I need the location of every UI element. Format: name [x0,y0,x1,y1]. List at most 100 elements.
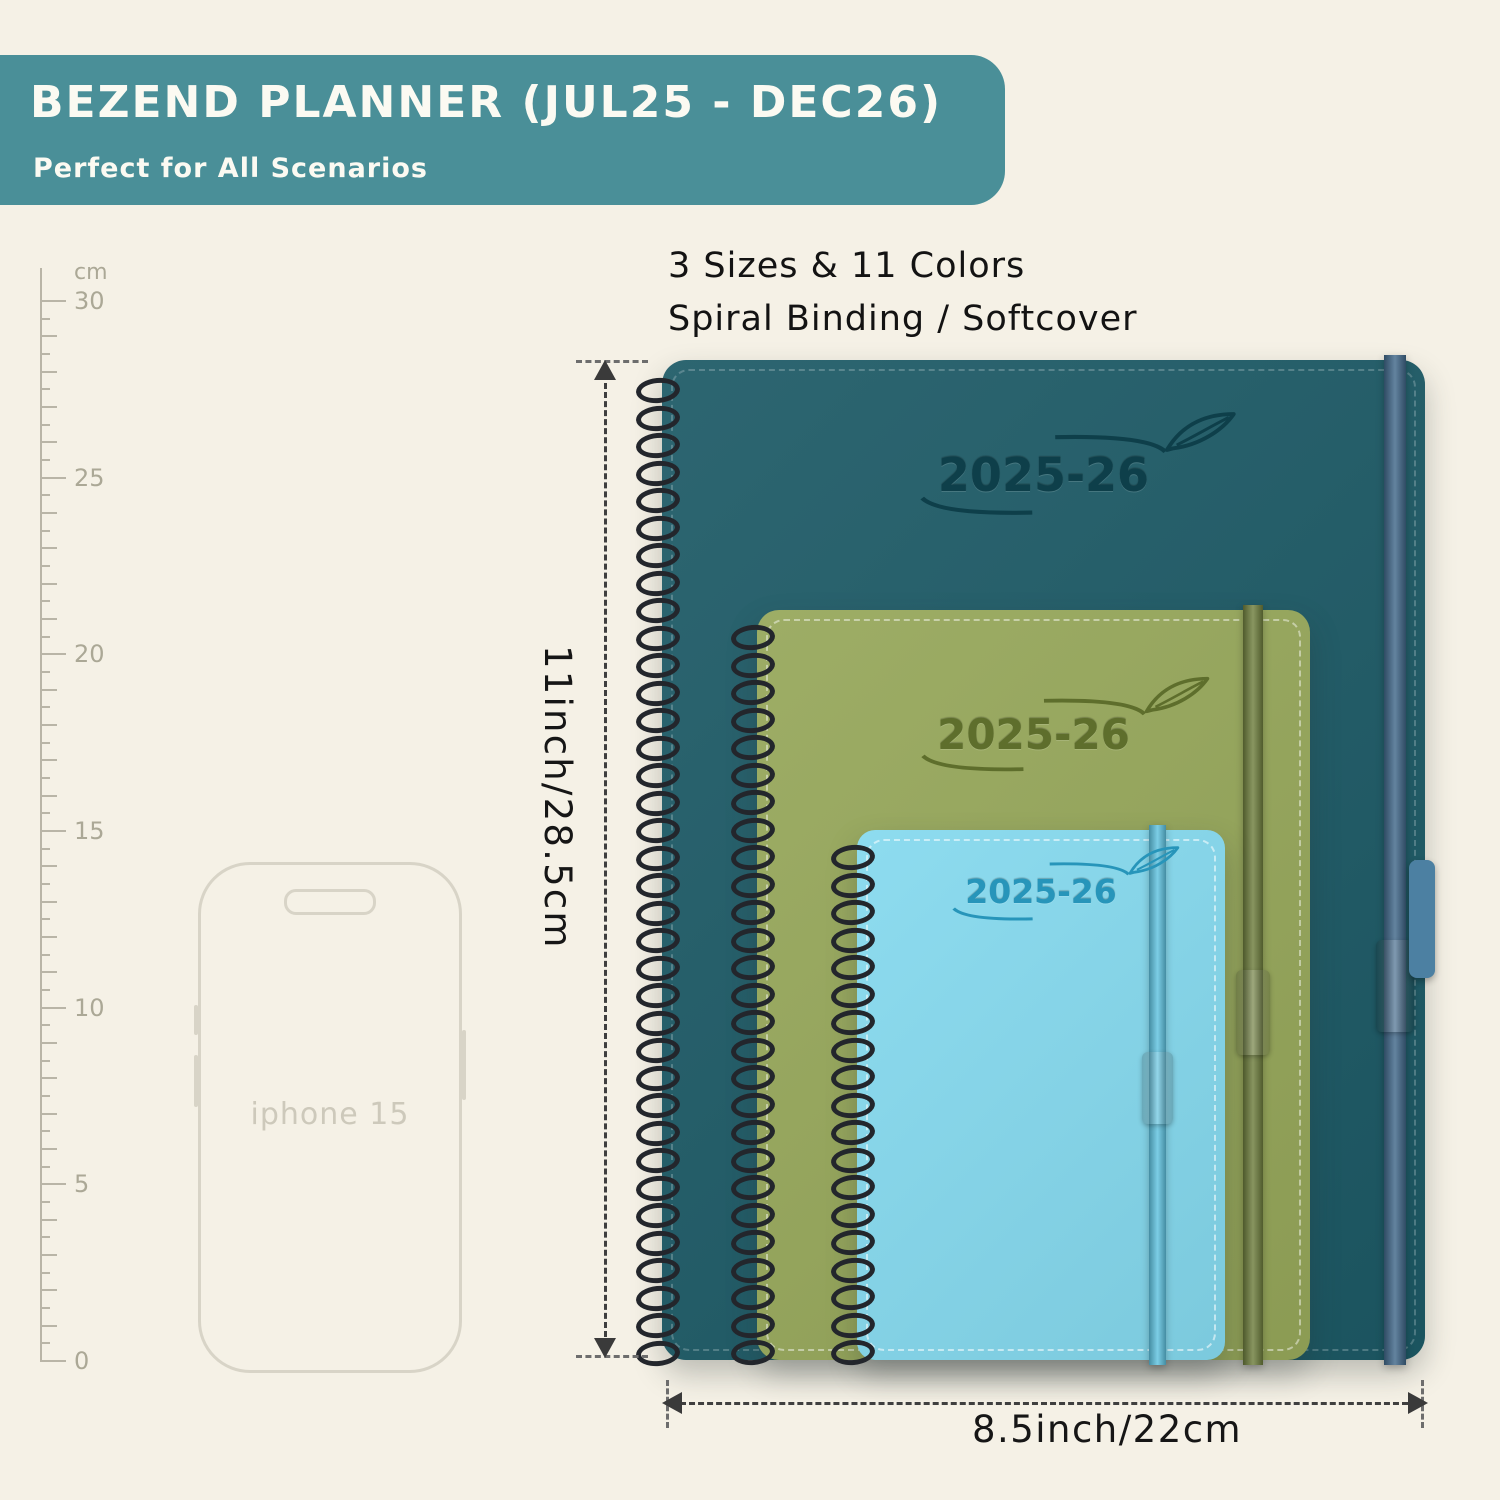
ruler-tick [40,441,57,444]
year-embossing: 2025-26 [920,677,1210,771]
arc-decoration [952,907,1033,921]
ruler-number: 5 [74,1170,90,1199]
ruler-tick [40,1236,50,1239]
phone-notch [284,889,376,915]
ruler-tick [40,741,50,744]
pen-loop [1142,1052,1173,1124]
year-label: 2025-26 [937,710,1130,759]
ruler-tick [40,883,50,885]
ruler-tick [40,1218,57,1221]
ruler-number: 30 [74,287,105,315]
ruler-tick [40,388,50,391]
ruler-tick [40,370,57,373]
ruler-tick [40,1165,50,1168]
arc-decoration [1054,435,1167,454]
ruler-tick [40,936,57,938]
ruler-tick [40,794,57,797]
ruler-tick [40,706,50,709]
pen-loop [1236,970,1270,1055]
ruler-tick [40,618,57,620]
ruler-tick [40,724,57,726]
phone-side-button [194,1055,198,1107]
iphone-outline: iphone 15 [194,862,466,1373]
planner-small: 2025-26 [857,825,1225,1365]
ruler-tick [40,830,66,832]
year-embossing: 2025-26 [952,846,1179,921]
ruler-tick [40,547,57,550]
feature-line-sizes: 3 Sizes & 11 Colors [668,246,1026,286]
ruler-tick [40,900,57,903]
header-banner: BEZEND PLANNER (JUL25 - DEC26) Perfect f… [0,55,1005,205]
feature-line-binding: Spiral Binding / Softcover [668,298,1138,339]
phone-side-button [462,1030,466,1100]
year-label: 2025-26 [965,872,1117,911]
arc-decoration [920,496,1033,515]
arc-decoration [1043,698,1147,715]
ruler-tick [40,476,66,479]
ruler-tick [40,423,50,426]
ruler-tick [40,1324,57,1327]
ruler-tick [40,1342,50,1345]
ruler-unit-label: cm [74,260,108,285]
width-dimension-line [680,1402,1408,1405]
arrow-down-icon [594,1338,616,1358]
ruler-tick [40,582,57,585]
ruler-tick [40,1006,66,1009]
ruler-tick [40,918,50,921]
ruler-tick [40,777,50,779]
ruler-tick [40,688,57,691]
ruler-tick [40,406,57,408]
elastic-band [1243,605,1263,1365]
height-dimension-label: 11inch/28.5cm [536,645,579,950]
ruler-tick [40,459,50,461]
ruler-tick [40,300,66,302]
ruler-tick [40,512,57,514]
ruler-tick [40,1271,50,1274]
ruler-number: 0 [74,1347,90,1375]
ruler-tick [40,1360,66,1362]
height-dimension-line [604,374,607,1346]
ruler-tick [40,1307,50,1309]
ruler-tick [40,565,50,567]
ruler-number: 25 [74,463,105,492]
feather-icon [1128,846,1179,875]
feather-icon [1165,412,1236,452]
ruler-tick [40,653,66,656]
elastic-band [1149,825,1166,1365]
year-embossing: 2025-26 [920,412,1236,515]
width-dimension-label: 8.5inch/22cm [972,1408,1243,1451]
ruler-tick [40,1254,57,1256]
ruler-tick [40,1289,57,1292]
ruler-tick [40,1059,50,1062]
ruler-number: 20 [74,640,105,669]
banner-subtitle: Perfect for All Scenarios [33,153,428,184]
ruler-line [40,268,42,1362]
ruler-tick [40,865,57,868]
ruler-tick [40,335,57,338]
arrow-left-icon [662,1392,682,1414]
ruler-tick [40,317,50,320]
ruler-tick [40,1024,50,1027]
elastic-band [1384,355,1406,1365]
arrow-up-icon [594,360,616,380]
ruler-tick [40,1130,50,1133]
ruler-tick [40,671,50,673]
arc-decoration [920,754,1024,771]
feature-text: 3 Sizes & 11 Colors Spiral Binding / Sof… [668,240,1138,345]
arrow-right-icon [1408,1392,1428,1414]
phone-label: iphone 15 [250,1097,410,1133]
year-label: 2025-26 [937,448,1150,502]
ruler-tick [40,529,50,532]
ruler-tick [40,1201,50,1203]
ruler-tick [40,494,50,497]
ruler-tick [40,953,50,956]
ruler-tick [40,1112,57,1115]
ruler-tick [40,1183,66,1186]
ruler-tick [40,1042,57,1044]
feather-icon [1144,677,1210,714]
ruler-number: 10 [74,993,105,1022]
ruler-tick [40,1077,57,1080]
pen-holder-tab [1409,860,1435,978]
banner-title: BEZEND PLANNER (JUL25 - DEC26) [30,77,943,128]
ruler-number: 15 [74,817,105,845]
